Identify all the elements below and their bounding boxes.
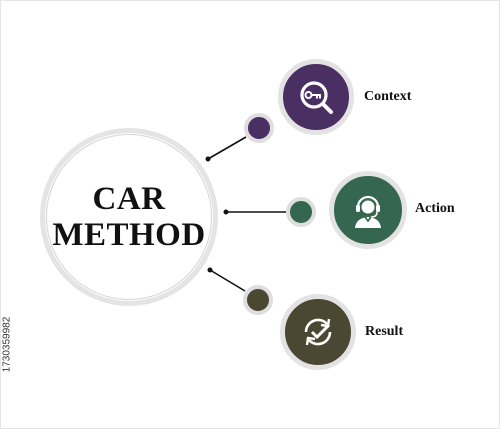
label-action: Action (415, 201, 455, 216)
stock-id-vertical: 1730359982 (1, 268, 13, 420)
node-action (286, 197, 316, 227)
node-result (243, 285, 273, 315)
connector-dot-result (207, 267, 213, 273)
badge-context (278, 59, 354, 135)
connector-result (209, 269, 246, 292)
connector-context (207, 136, 247, 160)
badge-result (280, 294, 356, 370)
operator-headset-icon (355, 195, 381, 228)
hub-circle: CAR METHOD (40, 128, 218, 306)
badge-action (329, 171, 407, 249)
hub-title-line2: METHOD (52, 217, 206, 253)
connector-dot-action (223, 209, 229, 215)
label-result: Result (365, 324, 404, 339)
node-context (244, 113, 274, 143)
label-context: Context (364, 89, 412, 104)
hub-title-line1: CAR (92, 181, 166, 217)
stock-id-text: 1730359982 (1, 316, 13, 372)
key-magnifier-icon (300, 81, 333, 114)
connector-dot-context (205, 156, 211, 162)
check-refresh-icon (304, 318, 332, 346)
